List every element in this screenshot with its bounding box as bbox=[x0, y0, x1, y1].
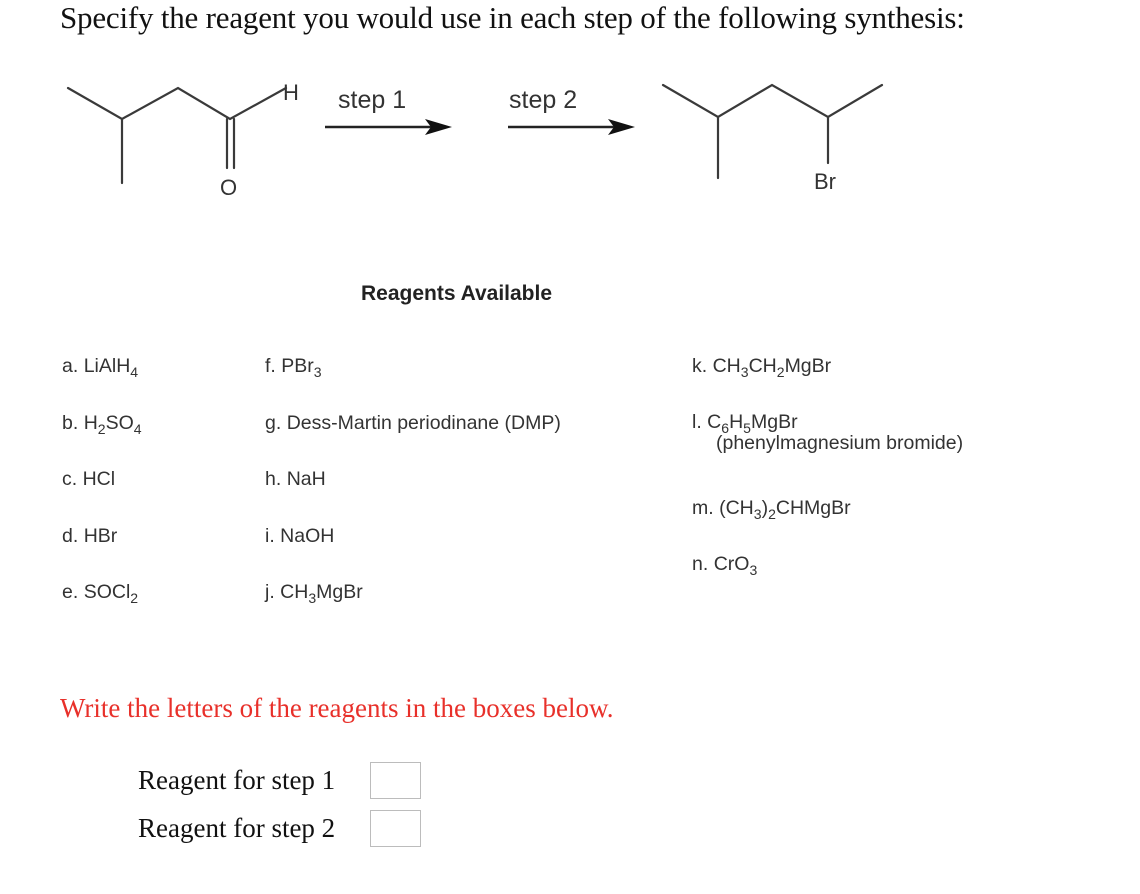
reagent-i: i. NaOH bbox=[265, 525, 334, 548]
reagent-subscript: 3 bbox=[313, 363, 322, 380]
reagent-formula: (CH bbox=[719, 497, 754, 519]
step2-arrow bbox=[508, 119, 635, 135]
reagent-m: m. (CH3)2CHMgBr bbox=[692, 497, 851, 522]
reagent-c: c. HCl bbox=[62, 468, 115, 491]
reagent-subscript: 2 bbox=[776, 363, 785, 380]
reagent-formula: SO bbox=[105, 412, 134, 434]
reagent-subscript: 2 bbox=[130, 589, 139, 606]
question-title: Specify the reagent you would use in eac… bbox=[60, 0, 965, 35]
reagent-formula: H bbox=[83, 412, 98, 434]
reagent-b: b. H2SO4 bbox=[62, 412, 142, 437]
reagent-letter: e. bbox=[62, 581, 79, 603]
reagent-f: f. PBr3 bbox=[265, 355, 322, 380]
reagent-l: l. C6H5MgBr (phenylmagnesium bromide) bbox=[692, 412, 963, 454]
step1-arrow bbox=[325, 119, 452, 135]
reagent-subscript: 5 bbox=[743, 419, 751, 436]
reagent-formula: NaH bbox=[286, 468, 326, 490]
reagent-letter: a. bbox=[62, 355, 79, 377]
reagent-formula: CrO bbox=[713, 553, 750, 575]
reagent-subscript: 4 bbox=[130, 363, 139, 380]
reagent-letter: j. bbox=[265, 581, 275, 603]
reagent-formula: LiAlH bbox=[83, 355, 131, 377]
reagent-formula: NaOH bbox=[280, 525, 335, 547]
reagent-letter: b. bbox=[62, 412, 79, 434]
reagent-note: (phenylmagnesium bromide) bbox=[716, 432, 964, 454]
product-br-label: Br bbox=[814, 169, 836, 194]
reagent-formula: CH bbox=[748, 355, 777, 377]
reagent-letter: n. bbox=[692, 553, 709, 575]
reagent-letter: l. bbox=[692, 411, 702, 433]
reagent-formula: H bbox=[729, 411, 744, 433]
reagent-j: j. CH3MgBr bbox=[265, 581, 363, 606]
reactant-structure bbox=[66, 86, 288, 185]
answer-row-step2: Reagent for step 2 bbox=[138, 809, 421, 847]
reactant-o-label: O bbox=[220, 175, 237, 200]
step2-answer-label: Reagent for step 2 bbox=[138, 812, 336, 843]
reagent-formula: HBr bbox=[83, 525, 118, 547]
reagent-formula: MgBr bbox=[750, 411, 798, 433]
reagent-letter: i. bbox=[265, 525, 275, 547]
reagent-subscript: 3 bbox=[740, 363, 749, 380]
reagent-k: k. CH3CH2MgBr bbox=[692, 355, 832, 380]
step1-answer-input[interactable] bbox=[370, 761, 421, 799]
step2-label: step 2 bbox=[509, 86, 577, 114]
reagent-letter: m. bbox=[692, 497, 714, 519]
reagent-formula: Dess-Martin periodinane (DMP) bbox=[286, 412, 561, 434]
reagent-e: e. SOCl2 bbox=[62, 581, 139, 606]
reagent-n: n. CrO3 bbox=[692, 553, 758, 578]
reagent-letter: g. bbox=[265, 412, 282, 434]
answer-row-step1: Reagent for step 1 bbox=[138, 761, 421, 799]
reagent-letter: f. bbox=[265, 355, 276, 377]
reagent-a: a. LiAlH4 bbox=[62, 355, 139, 380]
reagent-formula: MgBr bbox=[784, 355, 832, 377]
reagent-formula: CHMgBr bbox=[775, 497, 851, 519]
reagents-heading: Reagents Available bbox=[361, 282, 553, 305]
reagent-formula: PBr bbox=[281, 355, 314, 377]
reagent-subscript: 3 bbox=[749, 561, 758, 578]
reagent-subscript: 6 bbox=[721, 419, 730, 436]
reagent-g: g. Dess-Martin periodinane (DMP) bbox=[265, 412, 561, 435]
reagent-formula: CH bbox=[280, 581, 309, 603]
instruction-text: Write the letters of the reagents in the… bbox=[60, 693, 614, 723]
reagent-subscript: 2 bbox=[97, 420, 106, 437]
step2-answer-input[interactable] bbox=[370, 809, 421, 847]
reagent-d: d. HBr bbox=[62, 525, 117, 548]
reagent-letter: k. bbox=[692, 355, 708, 377]
reagent-formula: ) bbox=[761, 497, 769, 519]
reaction-scheme: H O step 1 step 2 Br bbox=[66, 80, 884, 200]
reagent-formula: HCl bbox=[82, 468, 116, 490]
reagent-subscript: 3 bbox=[753, 505, 762, 522]
reagent-formula: C bbox=[707, 411, 722, 433]
reagent-formula: CH bbox=[712, 355, 741, 377]
reagent-formula: MgBr bbox=[316, 581, 363, 603]
reagent-subscript: 4 bbox=[133, 420, 142, 437]
reagent-letter: h. bbox=[265, 468, 282, 490]
reactant-h-label: H bbox=[283, 80, 299, 105]
reagent-letter: c. bbox=[62, 468, 78, 490]
reagent-subscript: 2 bbox=[768, 505, 776, 522]
step1-answer-label: Reagent for step 1 bbox=[138, 764, 336, 795]
reagent-letter: d. bbox=[62, 525, 79, 547]
reagent-formula: SOCl bbox=[83, 581, 131, 603]
reagent-subscript: 3 bbox=[308, 589, 317, 606]
step1-label: step 1 bbox=[338, 86, 406, 114]
product-structure bbox=[661, 83, 884, 180]
reagent-h: h. NaH bbox=[265, 468, 326, 491]
